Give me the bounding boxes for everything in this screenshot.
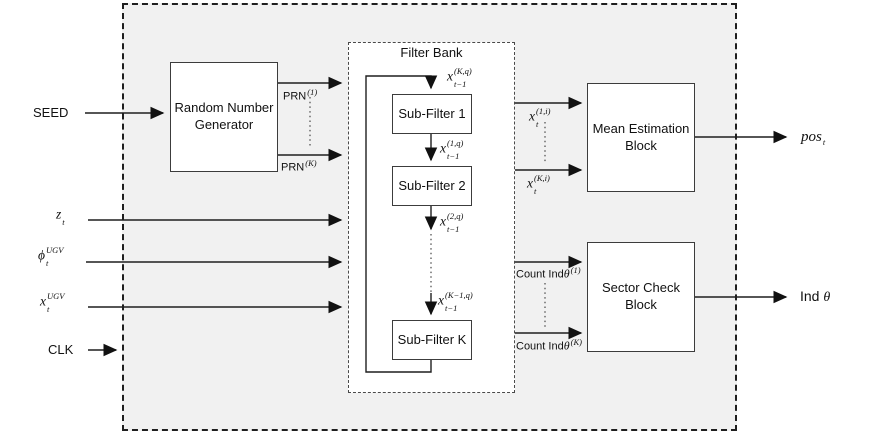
x-t-1i-label: x(1,i)t [529, 106, 551, 129]
sub-filter-k-label: Sub-Filter K [397, 331, 467, 347]
rng-label-line1: Random Number [174, 100, 274, 116]
ind-theta-output-label: Ind θ [800, 288, 831, 305]
prn1-signal-label: PRN(1) [283, 87, 318, 103]
sub-filter-k-block: Sub-Filter K [392, 320, 472, 360]
count-ind-theta-k-label: Count Indθ(K) [516, 337, 582, 353]
random-number-generator-block: Random Number Generator [170, 62, 278, 172]
rng-label-line2: Generator [194, 117, 254, 132]
mean-estimation-label-line1: Mean Estimation [592, 120, 690, 136]
sector-check-block: Sector Check Block [587, 242, 695, 352]
filter-bank-title: Filter Bank [400, 45, 463, 60]
clk-input-label: CLK [48, 342, 74, 357]
x-prev-1q-label: x(1,q)t−1 [440, 138, 464, 161]
prnk-signal-label: PRN(K) [281, 158, 317, 174]
sector-check-label-line2: Block [625, 297, 657, 312]
x-prev-km1q-label: x(K−1,q)t−1 [438, 290, 473, 313]
x-t-ki-label: x(K,i)t [527, 173, 550, 196]
mean-estimation-block: Mean Estimation Block [587, 83, 695, 192]
sector-check-label-line1: Sector Check [601, 280, 681, 296]
x-prev-kq-label: x(K,q)t−1 [447, 66, 472, 89]
sub-filter-1-label: Sub-Filter 1 [398, 105, 466, 121]
seed-input-label: SEED [33, 105, 69, 120]
mean-estimation-label-line2: Block [625, 137, 657, 153]
sub-filter-2-label: Sub-Filter 2 [398, 177, 466, 193]
sub-filter-1-block: Sub-Filter 1 [392, 94, 472, 134]
count-ind-theta-1-label: Count Indθ(1) [516, 265, 581, 281]
x-prev-2q-label: x(2,q)t−1 [440, 211, 464, 234]
sub-filter-2-block: Sub-Filter 2 [392, 166, 472, 206]
